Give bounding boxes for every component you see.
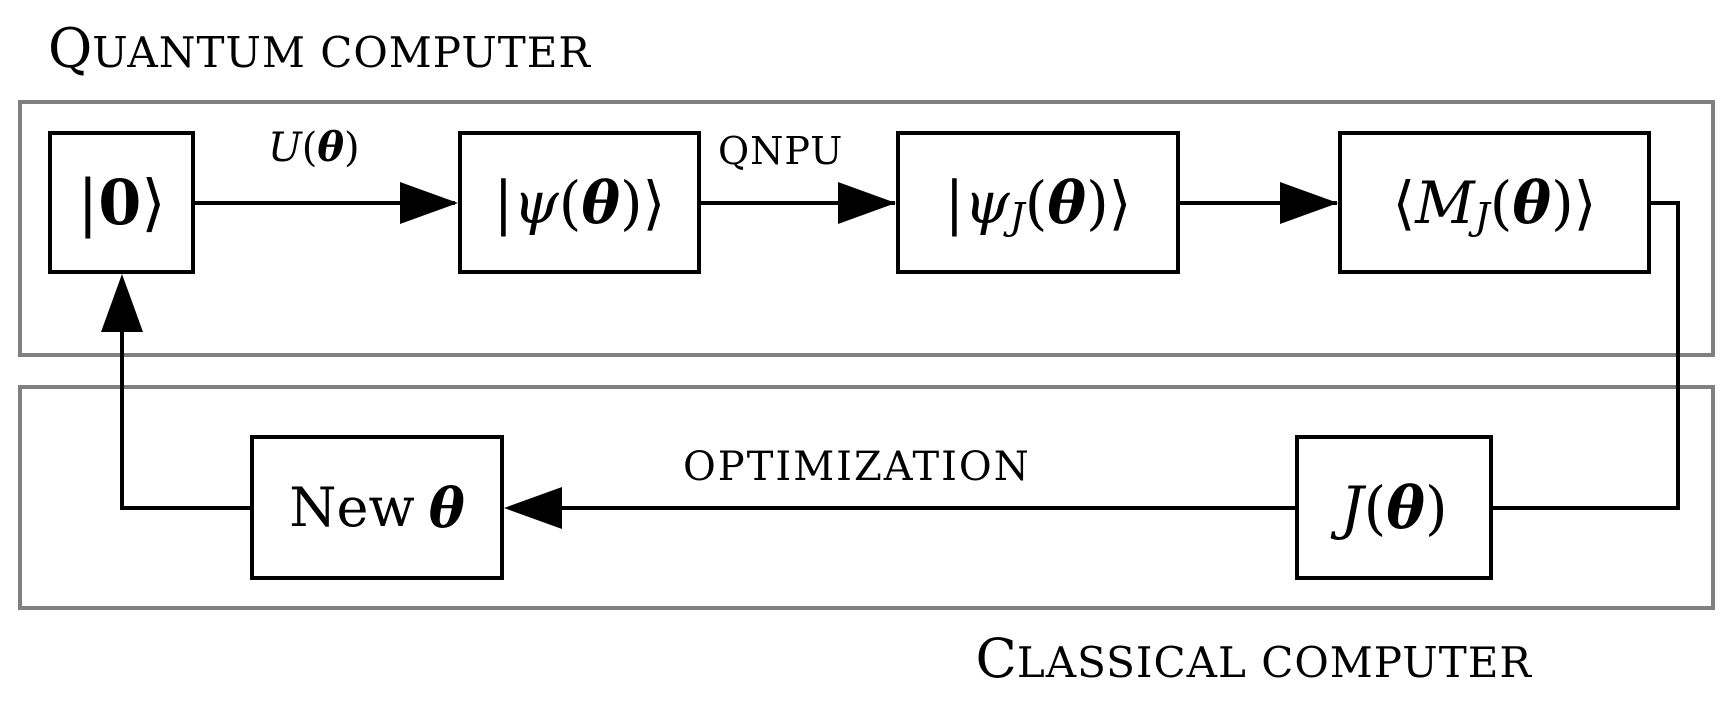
- expectation-open: ⟨: [1392, 168, 1416, 237]
- unitary-label: U(θ): [268, 125, 360, 171]
- classical-title-rest: lassical computer: [1016, 638, 1532, 687]
- psij-paren-close: ): [1086, 168, 1109, 237]
- psi-paren-open: (: [558, 168, 582, 237]
- expectation-close: ⟩: [1573, 168, 1597, 237]
- cost-paren-close: ): [1424, 473, 1448, 542]
- expectation-paren-open: (: [1489, 168, 1513, 237]
- arrowhead-new-theta-to-zero: [101, 274, 143, 332]
- cost-function-node: J(θ): [1295, 435, 1493, 580]
- cost-theta: θ: [1386, 473, 1425, 542]
- expectation-theta: θ: [1512, 168, 1552, 237]
- quantum-title-rest: uantum computer: [92, 28, 592, 77]
- classical-computer-region: [18, 385, 1715, 610]
- expectation-paren-close: ): [1551, 168, 1574, 237]
- cost-symbol: J: [1340, 473, 1364, 542]
- psi-theta: θ: [581, 168, 621, 237]
- quantum-computer-title: Quantum computer: [48, 22, 591, 76]
- new-theta-symbol: θ: [428, 475, 465, 540]
- expectation-symbol: M: [1415, 168, 1475, 237]
- psij-close: ⟩: [1108, 168, 1132, 237]
- qnpu-label: QNPU: [718, 129, 844, 173]
- zero-close: ⟩: [141, 166, 166, 239]
- expectation-subscript: J: [1474, 193, 1490, 238]
- unitary-paren-close: ): [344, 125, 360, 171]
- psij-subscript: J: [1009, 193, 1025, 238]
- edge-new-theta-to-zero: [120, 280, 250, 510]
- zero-open: |: [77, 166, 99, 239]
- quantum-computer-region: [18, 100, 1715, 357]
- psi-close: ⟩: [642, 168, 666, 237]
- edge-expectation-to-cost: [1493, 201, 1680, 510]
- psij-theta: θ: [1047, 168, 1087, 237]
- zero-symbol: 0: [98, 166, 142, 239]
- arrowhead-psij-to-expectation: [1280, 182, 1338, 224]
- psi-symbol: ψ: [513, 168, 559, 237]
- unitary-paren-open: (: [301, 125, 318, 171]
- arrowhead-zero-to-psi: [400, 182, 458, 224]
- unitary-theta: θ: [317, 124, 345, 171]
- psi-state-node: |ψ(θ)⟩: [458, 131, 701, 274]
- cost-paren-open: (: [1363, 473, 1387, 542]
- new-theta-word: New: [289, 476, 415, 539]
- psi-open: |: [493, 168, 514, 237]
- arrowhead-psi-to-psij: [838, 182, 896, 224]
- psij-paren-open: (: [1024, 168, 1048, 237]
- arrowhead-cost-to-new-theta: [504, 487, 562, 529]
- zero-state-node: |0⟩: [48, 131, 195, 274]
- classical-computer-title: Classical computer: [976, 632, 1532, 686]
- classical-title-initial: C: [975, 627, 1017, 690]
- psi-paren-close: ): [620, 168, 643, 237]
- psij-open: |: [944, 168, 965, 237]
- psij-symbol: ψ: [964, 168, 1010, 237]
- quantum-title-initial: Q: [48, 17, 93, 80]
- unitary-symbol: U: [268, 125, 302, 171]
- optimization-label: OPTIMIZATION: [683, 444, 1031, 490]
